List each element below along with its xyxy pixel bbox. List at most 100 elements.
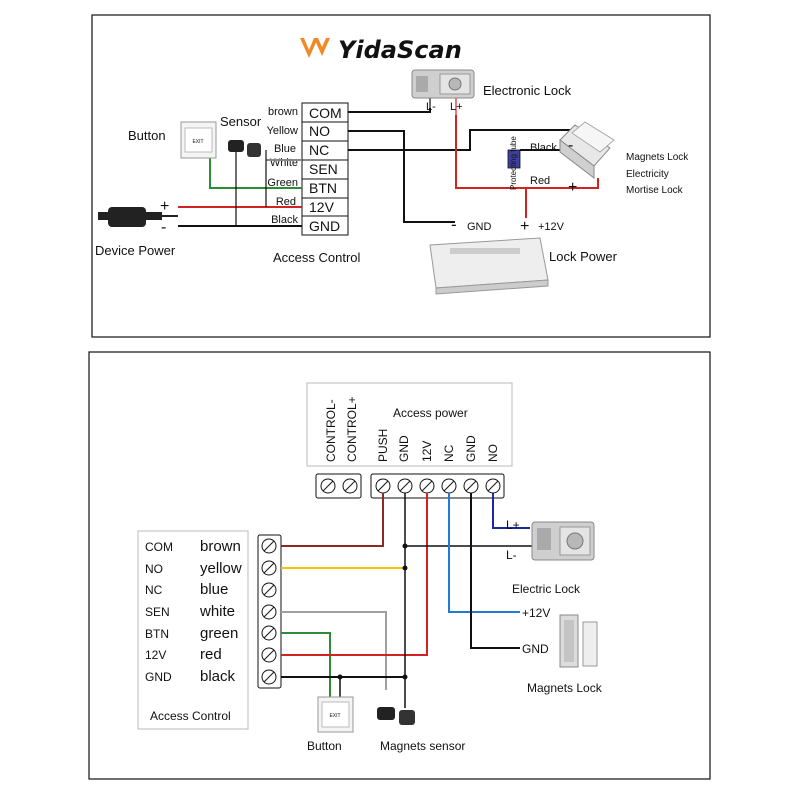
top-wire-no <box>348 130 455 223</box>
top-wire-name-brown: brown <box>268 106 298 118</box>
logo-mark-icon <box>300 38 318 58</box>
top-sensor-icon <box>228 140 261 157</box>
magnets-lock-line-1: Magnets Lock <box>626 152 689 163</box>
top-lock-l-plus: L+ <box>450 101 463 113</box>
lock-power-minus: - <box>451 215 457 234</box>
top-wire-name-white: White <box>270 157 298 169</box>
access-power-box <box>306 382 513 467</box>
top-access-control-terminal <box>301 102 349 236</box>
access-control-box <box>137 530 249 730</box>
legend-color-red: red <box>200 646 222 663</box>
top-wire-name-red: Red <box>276 196 296 208</box>
top-exit-button: EXIT <box>180 121 217 159</box>
top-device-plus: + <box>160 198 169 215</box>
lock-power-supply-icon <box>429 237 549 295</box>
legend-pin-12v: 12V <box>145 648 166 662</box>
lock-power-12v: +12V <box>538 221 565 233</box>
terminal-gnd-2: GND <box>464 435 478 462</box>
top-electronic-lock-icon <box>411 69 475 99</box>
top-wire-com <box>348 108 431 113</box>
access-power-label: Access power <box>393 406 468 420</box>
magnets-lock-line-3: Mortise Lock <box>626 185 684 196</box>
top-pin-12v: 12V <box>309 199 335 215</box>
bottom-lock-l-plus: L+ <box>506 518 520 532</box>
top-wire-nc <box>348 129 560 151</box>
bottom-maglock-12v: +12V <box>522 606 550 620</box>
top-lock-l-minus: L- <box>426 101 436 113</box>
legend-pin-gnd: GND <box>145 670 172 684</box>
legend-color-yellow: yellow <box>200 560 242 577</box>
top-maglock-plus: + <box>568 179 577 196</box>
top-pin-gnd: GND <box>309 218 340 234</box>
lock-power-plus: + <box>520 218 529 235</box>
protecting-tube: Protecting tube <box>507 136 521 190</box>
legend-pin-btn: BTN <box>145 627 169 641</box>
top-sensor-label: Sensor <box>220 114 262 129</box>
terminal-12v: 12V <box>420 441 434 462</box>
bottom-exit-button: EXIT <box>317 696 354 733</box>
protecting-tube-label: Protecting tube <box>509 136 518 190</box>
bottom-maglock-gnd: GND <box>522 642 549 656</box>
wire-sen-white <box>281 611 387 690</box>
electric-lock-label: Electric Lock <box>512 582 581 596</box>
bottom-access-control-label: Access Control <box>150 709 231 723</box>
power-terminal-strip <box>370 473 505 499</box>
top-pin-nc: NC <box>309 142 329 158</box>
legend-color-brown: brown <box>200 538 241 555</box>
top-wires <box>178 90 599 227</box>
magnets-lock-label: Magnets Lock <box>527 681 603 695</box>
legend-pin-com: COM <box>145 540 173 554</box>
magnets-sensor-icon <box>377 707 415 725</box>
bottom-lock-l-minus: L- <box>506 548 517 562</box>
legend-pin-no: NO <box>145 562 163 576</box>
terminal-control-minus: CONTROL- <box>324 399 338 462</box>
top-pin-com: COM <box>309 105 342 121</box>
top-pin-btn: BTN <box>309 180 337 196</box>
svg-text:EXIT: EXIT <box>329 713 340 719</box>
top-wire-btn <box>209 158 302 189</box>
legend-color-green: green <box>200 625 238 642</box>
lock-power-label: Lock Power <box>549 249 618 264</box>
access-control-terminal-strip <box>257 534 282 689</box>
bottom-electric-lock-icon <box>531 521 595 561</box>
brand-name: YidaScan <box>338 36 462 64</box>
device-power-label: Device Power <box>95 243 176 258</box>
legend-pin-nc: NC <box>145 583 163 597</box>
device-power-icon <box>98 207 178 227</box>
top-wire-name-blue: Blue <box>274 143 296 155</box>
top-access-control-label: Access Control <box>273 250 361 265</box>
wire-12v-red <box>281 493 428 656</box>
top-pin-no: NO <box>309 123 330 139</box>
bottom-wires <box>281 493 540 708</box>
wire-no-navy <box>492 493 530 529</box>
top-magnets-lock-icon <box>559 121 615 180</box>
terminal-gnd-1: GND <box>397 435 411 462</box>
top-panel-frame <box>91 14 711 338</box>
terminal-nc: NC <box>442 444 456 462</box>
top-pin-sen: SEN <box>309 161 338 177</box>
electronic-lock-label: Electronic Lock <box>483 83 572 98</box>
terminal-push: PUSH <box>376 429 390 462</box>
top-button-label: Button <box>128 128 166 143</box>
bottom-magnets-lock-icon <box>559 614 598 668</box>
legend-color-black: black <box>200 668 236 685</box>
top-wire-name-yellow: Yellow <box>267 125 298 137</box>
top-lock-black-label: Black <box>530 142 557 154</box>
wire-gnd2-black <box>470 493 520 649</box>
bottom-panel-frame <box>88 351 711 780</box>
wire-btn-green <box>281 632 331 698</box>
terminal-no: NO <box>486 444 500 462</box>
control-terminal-strip <box>315 473 362 499</box>
magnets-lock-line-2: Electricity <box>626 169 669 180</box>
legend-color-blue: blue <box>200 581 228 598</box>
terminal-control-plus: CONTROL+ <box>345 396 359 462</box>
svg-text:EXIT: EXIT <box>192 139 203 145</box>
legend-pin-sen: SEN <box>145 605 170 619</box>
wire-nc-blue <box>448 493 520 613</box>
lock-power-gnd: GND <box>467 221 492 233</box>
top-lock-red-label: Red <box>530 175 550 187</box>
yidascan-logo: YidaScan <box>300 36 462 64</box>
top-maglock-minus: - <box>568 137 573 154</box>
top-wire-name-black: Black <box>271 214 298 226</box>
